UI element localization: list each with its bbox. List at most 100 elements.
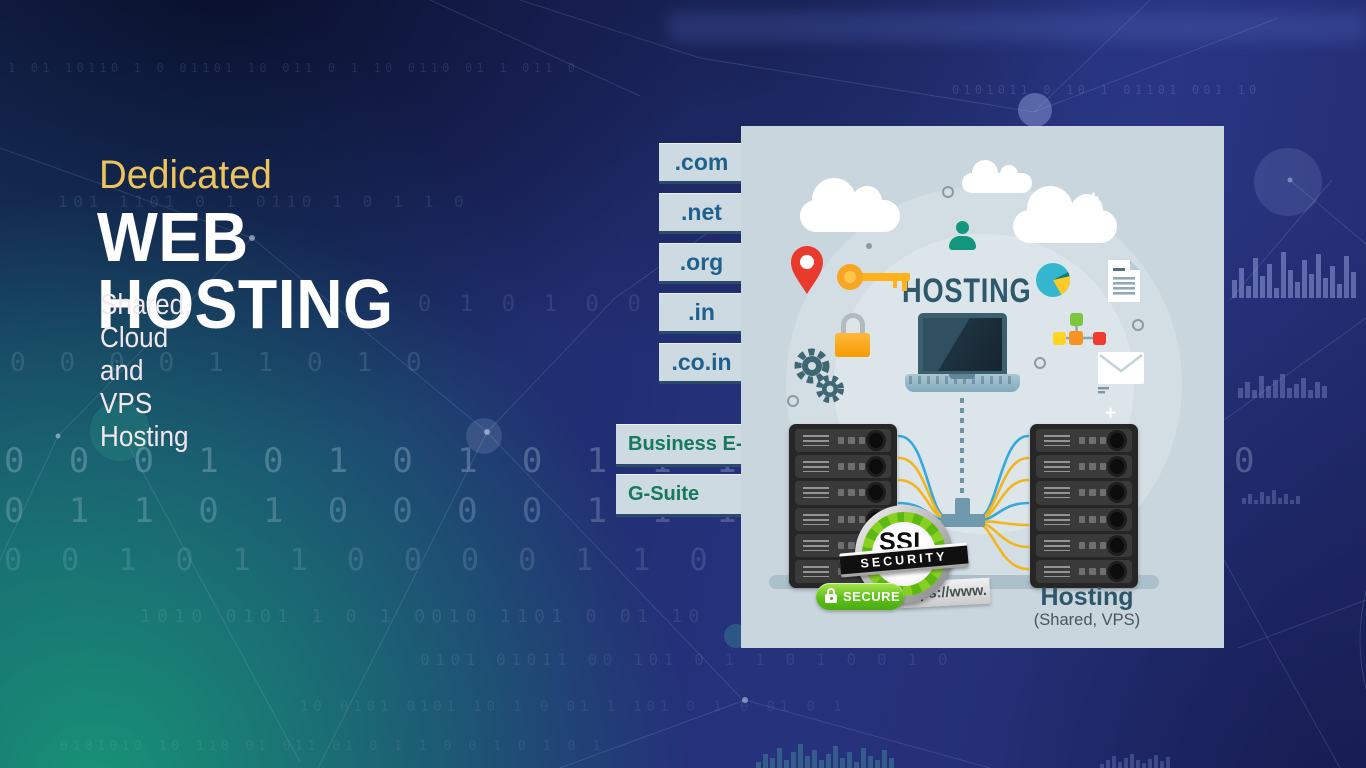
vent-lines-icon (803, 487, 829, 499)
binary-row: 101 1101 0 1 0110 1 0 1 1 0 (58, 192, 470, 211)
person-icon (949, 236, 976, 250)
binary-row: 0 1 0 1 0 0 1 (418, 292, 691, 317)
server-slot (1036, 455, 1132, 479)
cloud-icon (1013, 186, 1117, 243)
drive-square (1078, 541, 1086, 549)
secure-pill: SECURE (816, 583, 904, 610)
drive-square (1089, 567, 1096, 575)
security-label: SECURITY (859, 549, 949, 571)
drive-square (1089, 541, 1096, 549)
page-title: WEB HOSTING (97, 198, 394, 343)
vent-lines-icon (1044, 513, 1070, 525)
vent-lines-icon (1044, 435, 1070, 447)
drive-square (858, 463, 866, 471)
server-knob (869, 433, 883, 449)
drive-square (848, 463, 855, 471)
tab-org-label: .org (679, 248, 724, 275)
server-sublabel: (Shared, VPS) (1033, 611, 1141, 629)
dot-decoration (787, 395, 799, 407)
drive-square (1089, 437, 1096, 445)
drive-square (1099, 463, 1107, 471)
drive-square (1099, 437, 1107, 445)
laptop-icon (918, 313, 1007, 375)
server-knob (1110, 485, 1124, 501)
tab-business-email[interactable]: Business E-mail (616, 424, 783, 467)
vent-lines-icon (803, 461, 829, 473)
dot-decoration (1132, 319, 1144, 331)
connection-dotted-line (960, 398, 964, 498)
tab-org[interactable]: .org (659, 243, 744, 284)
server-slot (1036, 533, 1132, 557)
drive-square (837, 463, 845, 471)
drive-square (1078, 463, 1086, 471)
binary-row: 0 0 0 0 1 1 0 1 0 (10, 348, 431, 378)
pie-chart-icon (1036, 263, 1070, 297)
tab-g-suite[interactable]: G-Suite (616, 474, 748, 517)
cloud-icon (962, 160, 1032, 193)
drive-square (848, 515, 855, 523)
binary-row: 0101010 10 110 01 011 01 0 1 1 0 0 1 0 1… (60, 739, 605, 754)
tab-in-label: .in (688, 298, 715, 325)
key-icon (837, 264, 910, 291)
tab-net-label: .net (681, 198, 722, 225)
server-knob (1110, 511, 1124, 527)
drive-square (858, 515, 866, 523)
drive-square (848, 489, 855, 497)
server-knob (1110, 433, 1124, 449)
drive-square (837, 541, 845, 549)
drive-square (1089, 515, 1096, 523)
laptop-icon (905, 374, 1020, 392)
padlock-icon (835, 333, 870, 357)
tab-net[interactable]: .net (659, 193, 744, 234)
drive-square (837, 489, 845, 497)
location-pin-icon (791, 246, 823, 294)
tab-co-in[interactable]: .co.in (659, 343, 744, 384)
binary-row: 1 01 10110 1 0 01101 10 011 0 1 10 0110 … (8, 61, 580, 75)
server-knob (1110, 563, 1124, 579)
tab-g-suite-label: G-Suite (628, 482, 700, 505)
hero-subtitle: Shared, Cloud and VPS Hosting (100, 289, 192, 453)
server-slot (1036, 559, 1132, 584)
network-diagram-icon (1053, 313, 1106, 345)
vent-lines-icon (803, 565, 829, 577)
drive-square (837, 515, 845, 523)
tab-in[interactable]: .in (659, 293, 744, 334)
server-knob (869, 485, 883, 501)
drive-square (1089, 463, 1096, 471)
server-slot (795, 481, 891, 505)
drive-square (1078, 437, 1086, 445)
drive-square (1099, 515, 1107, 523)
server-slot (1036, 429, 1132, 453)
vent-lines-icon (1044, 565, 1070, 577)
tab-com[interactable]: .com (659, 143, 744, 184)
secure-label: SECURE (843, 589, 901, 604)
tab-co-in-label: .co.in (671, 348, 732, 375)
illustration-card: HOSTING (741, 126, 1224, 648)
server-knob (1110, 537, 1124, 553)
binary-row: 10 0101 0101 10 1 0 01 1 101 0 1 0 01 0 … (300, 699, 847, 715)
vent-lines-icon (803, 539, 829, 551)
cloud-icon (800, 178, 900, 232)
secure-lock-icon (825, 587, 837, 603)
binary-row: 1010 0101 1 0 1 0010 1101 0 01 10 (140, 606, 706, 627)
binary-row: 0101011 0 10 1 01101 001 10 (952, 83, 1261, 97)
drive-square (1078, 489, 1086, 497)
drive-square (1099, 489, 1107, 497)
vent-lines-icon (1044, 461, 1070, 473)
drive-square (858, 437, 866, 445)
server-slot (1036, 507, 1132, 531)
envelope-icon (1098, 352, 1144, 394)
drive-square (837, 437, 845, 445)
vent-lines-icon (803, 435, 829, 447)
gears-icon (794, 348, 844, 403)
binary-row: 0101 01011 00 101 0 1 1 0 1 0 0 1 0 (420, 650, 954, 669)
server-knob (869, 459, 883, 475)
hosting-title: HOSTING (902, 272, 1032, 310)
server-knob (1110, 459, 1124, 475)
server-slot (795, 455, 891, 479)
drive-square (1078, 567, 1086, 575)
dot-decoration (942, 186, 954, 198)
tab-com-label: .com (674, 148, 729, 175)
